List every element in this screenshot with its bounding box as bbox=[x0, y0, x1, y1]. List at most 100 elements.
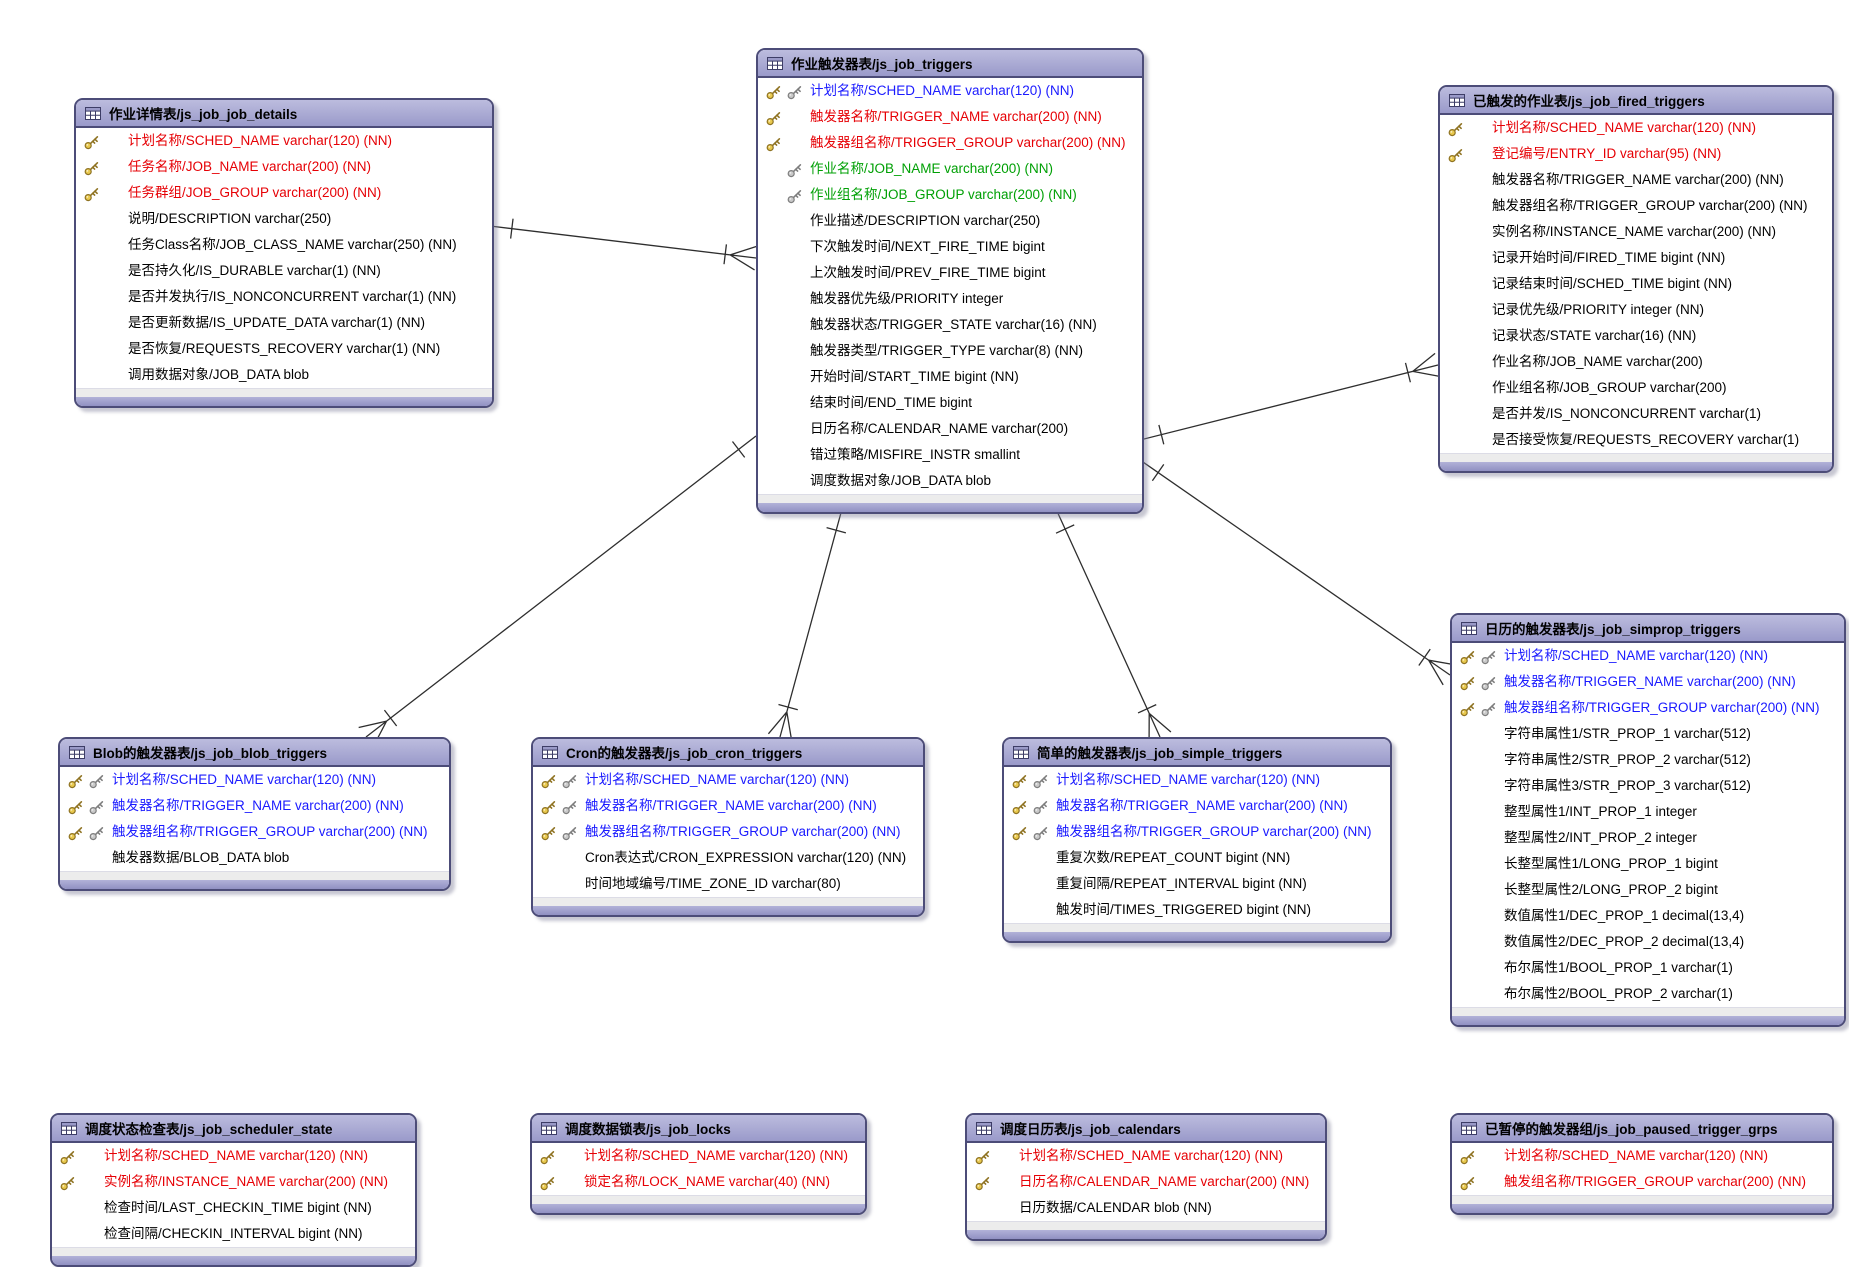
table-field-row[interactable]: 错过策略/MISFIRE_INSTR smallint bbox=[758, 442, 1142, 468]
table-field-row[interactable]: 计划名称/SCHED_NAME varchar(120) (NN) bbox=[532, 1143, 865, 1169]
table-field-row[interactable]: 计划名称/SCHED_NAME varchar(120) (NN) bbox=[1452, 643, 1844, 669]
table-field-row[interactable]: 触发器组名称/TRIGGER_GROUP varchar(200) (NN) bbox=[1440, 193, 1832, 219]
table-field-row[interactable]: 实例名称/INSTANCE_NAME varchar(200) (NN) bbox=[1440, 219, 1832, 245]
table-field-row[interactable]: 开始时间/START_TIME bigint (NN) bbox=[758, 364, 1142, 390]
table-field-row[interactable]: 计划名称/SCHED_NAME varchar(120) (NN) bbox=[1452, 1143, 1832, 1169]
table-field-row[interactable]: 触发器名称/TRIGGER_NAME varchar(200) (NN) bbox=[1440, 167, 1832, 193]
table-field-row[interactable]: 字符串属性2/STR_PROP_2 varchar(512) bbox=[1452, 747, 1844, 773]
table-field-row[interactable]: 作业组名称/JOB_GROUP varchar(200) (NN) bbox=[758, 182, 1142, 208]
table-header-simprop-triggers[interactable]: 日历的触发器表/js_job_simprop_triggers bbox=[1452, 615, 1844, 643]
table-field-row[interactable]: 检查时间/LAST_CHECKIN_TIME bigint (NN) bbox=[52, 1195, 415, 1221]
table-field-row[interactable]: 计划名称/SCHED_NAME varchar(120) (NN) bbox=[1440, 115, 1832, 141]
table-field-row[interactable]: 触发器组名称/TRIGGER_GROUP varchar(200) (NN) bbox=[533, 819, 923, 845]
table-field-row[interactable]: 计划名称/SCHED_NAME varchar(120) (NN) bbox=[967, 1143, 1325, 1169]
table-field-row[interactable]: 上次触发时间/PREV_FIRE_TIME bigint bbox=[758, 260, 1142, 286]
table-field-row[interactable]: 记录开始时间/FIRED_TIME bigint (NN) bbox=[1440, 245, 1832, 271]
table-field-row[interactable]: 下次触发时间/NEXT_FIRE_TIME bigint bbox=[758, 234, 1142, 260]
table-field-row[interactable]: 触发器名称/TRIGGER_NAME varchar(200) (NN) bbox=[60, 793, 449, 819]
table-field-row[interactable]: 作业描述/DESCRIPTION varchar(250) bbox=[758, 208, 1142, 234]
table-header-blob-triggers[interactable]: Blob的触发器表/js_job_blob_triggers bbox=[60, 739, 449, 767]
table-field-row[interactable]: 时间地域编号/TIME_ZONE_ID varchar(80) bbox=[533, 871, 923, 897]
table-field-row[interactable]: 记录结束时间/SCHED_TIME bigint (NN) bbox=[1440, 271, 1832, 297]
table-field-row[interactable]: 数值属性2/DEC_PROP_2 decimal(13,4) bbox=[1452, 929, 1844, 955]
table-field-row[interactable]: 触发器名称/TRIGGER_NAME varchar(200) (NN) bbox=[758, 104, 1142, 130]
table-field-row[interactable]: 任务Class名称/JOB_CLASS_NAME varchar(250) (N… bbox=[76, 232, 492, 258]
table-field-row[interactable]: 调度数据对象/JOB_DATA blob bbox=[758, 468, 1142, 494]
table-header-simple-triggers[interactable]: 简单的触发器表/js_job_simple_triggers bbox=[1004, 739, 1390, 767]
table-header-job-details[interactable]: 作业详情表/js_job_job_details bbox=[76, 100, 492, 128]
table-field-row[interactable]: Cron表达式/CRON_EXPRESSION varchar(120) (NN… bbox=[533, 845, 923, 871]
table-field-row[interactable]: 锁定名称/LOCK_NAME varchar(40) (NN) bbox=[532, 1169, 865, 1195]
table-field-row[interactable]: 日历名称/CALENDAR_NAME varchar(200) (NN) bbox=[967, 1169, 1325, 1195]
table-header-scheduler-state[interactable]: 调度状态检查表/js_job_scheduler_state bbox=[52, 1115, 415, 1143]
table-field-row[interactable]: 登记编号/ENTRY_ID varchar(95) (NN) bbox=[1440, 141, 1832, 167]
table-field-row[interactable]: 说明/DESCRIPTION varchar(250) bbox=[76, 206, 492, 232]
table-field-row[interactable]: 结束时间/END_TIME bigint bbox=[758, 390, 1142, 416]
table-field-row[interactable]: 字符串属性3/STR_PROP_3 varchar(512) bbox=[1452, 773, 1844, 799]
table-field-row[interactable]: 触发器组名称/TRIGGER_GROUP varchar(200) (NN) bbox=[1452, 695, 1844, 721]
table-header-fired-triggers[interactable]: 已触发的作业表/js_job_fired_triggers bbox=[1440, 87, 1832, 115]
table-field-row[interactable]: 日历数据/CALENDAR blob (NN) bbox=[967, 1195, 1325, 1221]
table-field-row[interactable]: 触发组名称/TRIGGER_GROUP varchar(200) (NN) bbox=[1452, 1169, 1832, 1195]
table-field-row[interactable]: 长整型属性2/LONG_PROP_2 bigint bbox=[1452, 877, 1844, 903]
table-field-row[interactable]: 触发器状态/TRIGGER_STATE varchar(16) (NN) bbox=[758, 312, 1142, 338]
table-header-cron-triggers[interactable]: Cron的触发器表/js_job_cron_triggers bbox=[533, 739, 923, 767]
table-field-row[interactable]: 调用数据对象/JOB_DATA blob bbox=[76, 362, 492, 388]
table-field-row[interactable]: 触发器名称/TRIGGER_NAME varchar(200) (NN) bbox=[1452, 669, 1844, 695]
table-field-row[interactable]: 整型属性2/INT_PROP_2 integer bbox=[1452, 825, 1844, 851]
table-field-row[interactable]: 触发器名称/TRIGGER_NAME varchar(200) (NN) bbox=[1004, 793, 1390, 819]
table-field-row[interactable]: 作业名称/JOB_NAME varchar(200) (NN) bbox=[758, 156, 1142, 182]
table-field-row[interactable]: 数值属性1/DEC_PROP_1 decimal(13,4) bbox=[1452, 903, 1844, 929]
table-field-row[interactable]: 记录状态/STATE varchar(16) (NN) bbox=[1440, 323, 1832, 349]
table-field-row[interactable]: 触发器数据/BLOB_DATA blob bbox=[60, 845, 449, 871]
table-field-row[interactable]: 计划名称/SCHED_NAME varchar(120) (NN) bbox=[52, 1143, 415, 1169]
table-field-row[interactable]: 作业组名称/JOB_GROUP varchar(200) bbox=[1440, 375, 1832, 401]
table-field-row[interactable]: 布尔属性1/BOOL_PROP_1 varchar(1) bbox=[1452, 955, 1844, 981]
table-field-row[interactable]: 记录优先级/PRIORITY integer (NN) bbox=[1440, 297, 1832, 323]
table-field-row[interactable]: 检查间隔/CHECKIN_INTERVAL bigint (NN) bbox=[52, 1221, 415, 1247]
table-field-row[interactable]: 触发时间/TIMES_TRIGGERED bigint (NN) bbox=[1004, 897, 1390, 923]
table-field-row[interactable]: 计划名称/SCHED_NAME varchar(120) (NN) bbox=[76, 128, 492, 154]
table-field-row[interactable]: 是否接受恢复/REQUESTS_RECOVERY varchar(1) bbox=[1440, 427, 1832, 453]
table-field-row[interactable]: 是否持久化/IS_DURABLE varchar(1) (NN) bbox=[76, 258, 492, 284]
table-header-locks[interactable]: 调度数据锁表/js_job_locks bbox=[532, 1115, 865, 1143]
table-header-calendars[interactable]: 调度日历表/js_job_calendars bbox=[967, 1115, 1325, 1143]
table-field-row[interactable]: 字符串属性1/STR_PROP_1 varchar(512) bbox=[1452, 721, 1844, 747]
table-field-row[interactable]: 触发器名称/TRIGGER_NAME varchar(200) (NN) bbox=[533, 793, 923, 819]
table-field-row[interactable]: 长整型属性1/LONG_PROP_1 bigint bbox=[1452, 851, 1844, 877]
table-field-row[interactable]: 任务名称/JOB_NAME varchar(200) (NN) bbox=[76, 154, 492, 180]
table-field-row[interactable]: 重复间隔/REPEAT_INTERVAL bigint (NN) bbox=[1004, 871, 1390, 897]
table-header-triggers[interactable]: 作业触发器表/js_job_triggers bbox=[758, 50, 1142, 78]
table-field-row[interactable]: 重复次数/REPEAT_COUNT bigint (NN) bbox=[1004, 845, 1390, 871]
table-field-row[interactable]: 任务群组/JOB_GROUP varchar(200) (NN) bbox=[76, 180, 492, 206]
table-field-row[interactable]: 计划名称/SCHED_NAME varchar(120) (NN) bbox=[758, 78, 1142, 104]
table-field-row[interactable]: 日历名称/CALENDAR_NAME varchar(200) bbox=[758, 416, 1142, 442]
table-field-row[interactable]: 触发器组名称/TRIGGER_GROUP varchar(200) (NN) bbox=[758, 130, 1142, 156]
table-field-row[interactable]: 是否更新数据/IS_UPDATE_DATA varchar(1) (NN) bbox=[76, 310, 492, 336]
table-field-row[interactable]: 是否恢复/REQUESTS_RECOVERY varchar(1) (NN) bbox=[76, 336, 492, 362]
table-field-row[interactable]: 是否并发/IS_NONCONCURRENT varchar(1) bbox=[1440, 401, 1832, 427]
table-field-row[interactable]: 布尔属性2/BOOL_PROP_2 varchar(1) bbox=[1452, 981, 1844, 1007]
table-field-row[interactable]: 触发器组名称/TRIGGER_GROUP varchar(200) (NN) bbox=[1004, 819, 1390, 845]
table-field-row[interactable]: 计划名称/SCHED_NAME varchar(120) (NN) bbox=[60, 767, 449, 793]
table-field-row[interactable]: 触发器类型/TRIGGER_TYPE varchar(8) (NN) bbox=[758, 338, 1142, 364]
table-field-row[interactable]: 触发器组名称/TRIGGER_GROUP varchar(200) (NN) bbox=[60, 819, 449, 845]
table-field-row[interactable]: 计划名称/SCHED_NAME varchar(120) (NN) bbox=[533, 767, 923, 793]
table-field-row[interactable]: 触发器优先级/PRIORITY integer bbox=[758, 286, 1142, 312]
table-header-paused-trigger-grps[interactable]: 已暂停的触发器组/js_job_paused_trigger_grps bbox=[1452, 1115, 1832, 1143]
table-field-row[interactable]: 整型属性1/INT_PROP_1 integer bbox=[1452, 799, 1844, 825]
table-field-row[interactable]: 计划名称/SCHED_NAME varchar(120) (NN) bbox=[1004, 767, 1390, 793]
table-field-row[interactable]: 作业名称/JOB_NAME varchar(200) bbox=[1440, 349, 1832, 375]
table-field-row[interactable]: 实例名称/INSTANCE_NAME varchar(200) (NN) bbox=[52, 1169, 415, 1195]
